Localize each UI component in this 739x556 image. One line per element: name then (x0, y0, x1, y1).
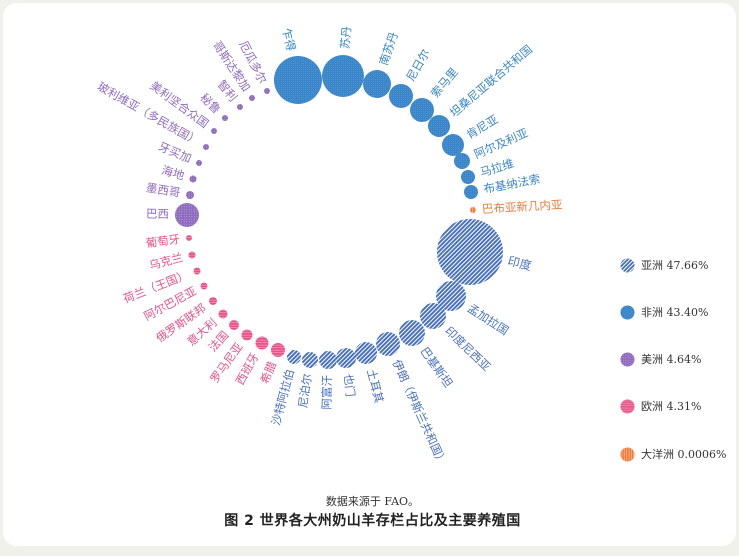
bubble-americas (211, 128, 217, 134)
bubble-europe (209, 297, 217, 305)
legend-label: 美洲 4.64% (641, 353, 702, 366)
bubble-asia (437, 219, 503, 285)
bubble-americas (186, 191, 194, 199)
figure-caption: 图 2 世界各大州奶山羊存栏占比及主要养殖国 (224, 513, 521, 529)
bubble-americas (175, 203, 199, 227)
country-label: 坦桑尼亚联合共和国 (447, 42, 535, 120)
country-label: 马拉维 (478, 156, 515, 179)
bubble-europe (186, 235, 192, 241)
legend-item-americas: 美洲 4.64% (620, 351, 701, 367)
data-source-note: 数据来源于 FAO。 (325, 495, 420, 508)
bubble-americas (249, 95, 255, 101)
legend-swatch-africa-icon (620, 304, 635, 320)
legend-label: 欧洲 4.31% (641, 400, 702, 413)
country-label: 也门 (341, 373, 357, 397)
bubble-ring-chart: 乍得苏丹南苏丹尼日尔索马里坦桑尼亚联合共和国肯尼亚阿尔及利亚马拉维布基纳法索巴布… (95, 26, 563, 468)
legend-swatch-asia-icon (620, 257, 635, 273)
country-label: 索马里 (428, 65, 461, 100)
bubble-americas (264, 88, 270, 94)
country-label: 尼泊尔 (296, 373, 315, 409)
bubble-europe (193, 267, 201, 275)
country-label: 孟加拉国 (465, 301, 511, 338)
bubble-africa (410, 98, 434, 122)
bubble-europe (255, 336, 269, 350)
bubble-africa (363, 70, 391, 98)
bubble-africa (442, 134, 464, 156)
country-label: 印度 (506, 253, 533, 273)
country-label: 阿富汗 (319, 374, 334, 409)
figure-card: 乍得苏丹南苏丹尼日尔索马里坦桑尼亚联合共和国肯尼亚阿尔及利亚马拉维布基纳法索巴布… (3, 3, 736, 546)
bubble-americas (203, 144, 209, 150)
bubble-africa (454, 153, 470, 169)
country-label: 巴基斯坦 (418, 344, 456, 390)
country-label: 葡萄牙 (145, 232, 181, 251)
bubble-asia (319, 351, 337, 369)
legend-item-europe: 欧洲 4.31% (620, 398, 701, 414)
bubble-europe (271, 343, 285, 357)
country-label: 巴布亚新几内亚 (482, 198, 563, 216)
bubble-europe (229, 320, 239, 330)
country-label: 尼日尔 (403, 47, 432, 84)
bubble-asia (287, 350, 301, 364)
legend-label: 亚洲 47.66% (641, 259, 709, 272)
bubble-europe (218, 309, 228, 319)
country-label: 土耳其 (364, 368, 386, 405)
legend-item-africa: 非洲 43.40% (620, 304, 708, 320)
bubble-africa (464, 185, 478, 199)
legend-swatch-europe-icon (620, 398, 635, 414)
bubble-africa (461, 170, 475, 184)
country-label: 墨西哥 (145, 180, 181, 199)
country-label: 印度尼西亚 (442, 324, 493, 374)
country-label: 乍得 (279, 27, 298, 53)
country-label: 南苏丹 (376, 30, 400, 67)
bubble-asia (336, 348, 356, 368)
bubble-americas (222, 115, 228, 121)
bubbles-group (175, 55, 503, 369)
legend-swatch-americas-icon (620, 351, 635, 367)
bubble-europe (188, 251, 196, 259)
country-label: 巴西 (146, 207, 169, 221)
bubble-europe (200, 282, 208, 290)
bubble-africa (428, 115, 450, 137)
bubble-asia (436, 281, 466, 311)
bubble-americas (196, 160, 202, 166)
bubble-americas (237, 104, 243, 110)
legend-swatch-oceania-icon (620, 446, 635, 462)
country-label: 苏丹 (338, 26, 354, 50)
country-label: 海地 (160, 163, 186, 183)
country-label: 希腊 (258, 359, 280, 386)
legend-label: 非洲 43.40% (641, 306, 709, 319)
legend-item-asia: 亚洲 47.66% (620, 257, 708, 273)
legend-item-oceania: 大洋洲 0.0006% (620, 446, 726, 462)
bubble-africa (322, 55, 364, 97)
bubble-europe (241, 329, 253, 341)
bubble-asia (399, 320, 425, 346)
bubble-africa (389, 84, 413, 108)
bubble-asia (302, 352, 318, 368)
bubble-asia (420, 303, 446, 329)
bubble-oceania (470, 207, 476, 213)
bubble-americas (189, 175, 197, 183)
bubble-africa (274, 56, 322, 104)
bubble-asia (376, 332, 400, 356)
legend-label: 大洋洲 0.0006% (641, 448, 727, 461)
bubble-asia (355, 342, 377, 364)
